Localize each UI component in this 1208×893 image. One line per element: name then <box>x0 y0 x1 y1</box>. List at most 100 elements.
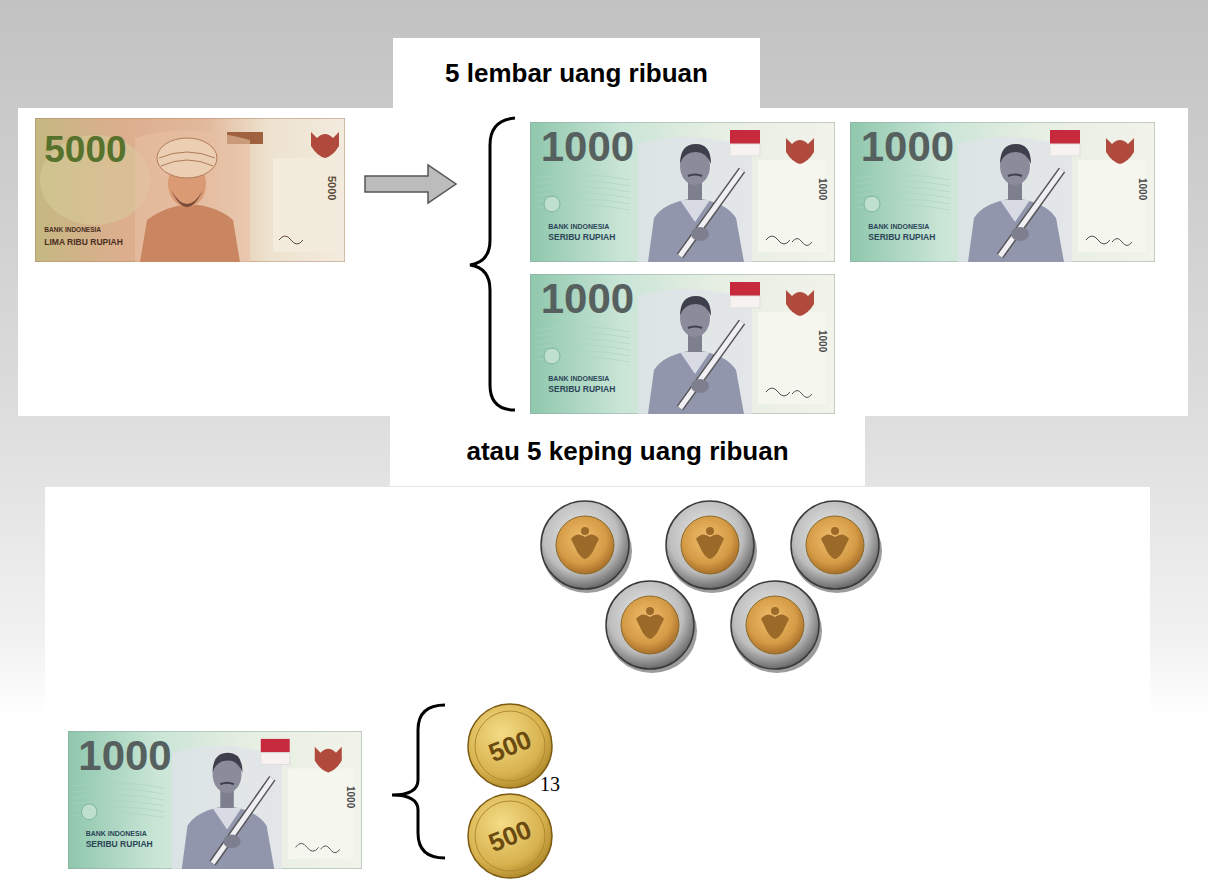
text-holder: 13 <box>540 774 560 794</box>
text-holder: 1000 <box>541 278 634 320</box>
denomination-number: 5000 <box>44 131 126 168</box>
flag-white <box>730 144 760 156</box>
watermark-area <box>273 158 335 252</box>
portrait-turban <box>157 138 217 178</box>
note-inscription: 1000 <box>345 786 355 808</box>
note-inscription: BANK INDONESIA <box>548 223 609 230</box>
coin-core <box>746 596 804 654</box>
caption-box: 5 lembar uang ribuan <box>393 38 760 108</box>
bottom-ground <box>0 720 1208 893</box>
security-emblem <box>81 804 96 820</box>
coin-garuda-head <box>831 527 839 535</box>
coin-garuda <box>696 534 724 559</box>
coin-ring <box>666 501 754 589</box>
note-inscription: 1000 <box>817 330 827 352</box>
portrait-shade <box>135 130 250 262</box>
portrait-moustache <box>688 327 702 329</box>
text-holder: SERIBU RUPIAH <box>868 233 935 242</box>
note-paper <box>530 274 835 414</box>
garuda-emblem <box>786 138 814 164</box>
group-brace <box>392 705 445 858</box>
banknote-1000: 1000BANK INDONESIA SERIBU RUPIAH 1000 <box>850 122 1155 262</box>
note-texture <box>72 789 165 794</box>
coin-face <box>468 794 552 878</box>
flag-white <box>730 296 760 308</box>
watermark-area <box>1078 160 1146 252</box>
coin-1000 <box>606 581 697 673</box>
portrait-moustache <box>688 175 702 177</box>
text-holder: 1000 <box>541 126 634 168</box>
signature <box>792 239 812 246</box>
portrait-body <box>968 198 1064 262</box>
security-emblem <box>544 196 560 212</box>
coin-1000 <box>791 501 882 593</box>
text-holder: BANK INDONESIA <box>86 830 147 837</box>
note-texture <box>534 326 630 332</box>
portrait-hand <box>223 835 240 849</box>
text-holder: LIMA RIBU RUPIAH <box>44 238 123 247</box>
coin-garuda <box>636 614 664 639</box>
denomination-number: 1000 <box>78 735 171 777</box>
note-inscription: BANK INDONESIA <box>44 227 101 234</box>
note-paper <box>530 122 835 262</box>
banknote-1000: 1000BANK INDONESIASERIBU RUPIAH1000 <box>530 122 835 262</box>
note-texture <box>854 174 950 180</box>
note-texture <box>534 338 630 344</box>
text-holder: 1000 <box>817 330 827 352</box>
coin-garuda <box>571 534 599 559</box>
note-texture <box>534 174 630 180</box>
note-paper <box>850 122 1155 262</box>
banknote-1000: 1000BANK INDONESIASERIBU RUPIAH1000 <box>68 731 362 869</box>
watermark-area <box>288 768 354 859</box>
signature <box>295 843 318 851</box>
coin-garuda <box>821 534 849 559</box>
coin-core <box>806 516 864 574</box>
flag-white <box>261 753 290 765</box>
text-holder: BANK INDONESIA <box>548 223 609 230</box>
text-holder: 5000 <box>44 131 126 168</box>
note-inscription: 1000 <box>1137 178 1147 200</box>
note-texture <box>854 180 950 186</box>
portrait-hair <box>213 753 243 773</box>
signature <box>321 846 340 853</box>
text-holder: BANK INDONESIA <box>868 223 929 230</box>
note-inscription: SERIBU RUPIAH <box>868 233 935 242</box>
sword <box>680 170 742 256</box>
text-holder: 1000 <box>861 126 954 168</box>
flag-red <box>730 282 760 296</box>
coin-core <box>556 516 614 574</box>
portrait-body <box>182 806 275 869</box>
signature <box>1086 236 1110 244</box>
flag-red <box>730 130 760 144</box>
page-number: 13 <box>540 774 560 794</box>
group-brace <box>470 118 515 410</box>
sword-outline <box>680 322 742 408</box>
text-holder: 1000 <box>78 735 171 777</box>
garuda-emblem <box>311 132 339 158</box>
caption-text: atau 5 keping uang ribuan <box>466 438 788 464</box>
coin-1000 <box>666 501 757 593</box>
coin-garuda <box>761 614 789 639</box>
note-texture <box>534 332 630 338</box>
signature <box>766 236 790 244</box>
banknote-5000: 5000BANK INDONESIA LIMA RIBU RUPIAH 5000 <box>35 118 345 262</box>
text-holder: SERIBU RUPIAH <box>548 385 615 394</box>
coin-group <box>541 501 882 673</box>
coin-garuda-head <box>771 607 779 615</box>
portrait-hand <box>691 227 709 241</box>
sword <box>213 778 273 863</box>
denomination-number: 1000 <box>541 126 634 168</box>
caption-box: atau 5 keping uang ribuan <box>390 416 865 486</box>
text-holder: BANK INDONESIA <box>548 375 609 382</box>
coin-garuda-head <box>646 607 654 615</box>
denomination-number: 1000 <box>861 126 954 168</box>
text-holder: 5000 <box>326 176 337 200</box>
coin-garuda-head <box>706 527 714 535</box>
exchange-arrow <box>365 165 456 203</box>
coin-1000 <box>731 581 822 673</box>
garuda-emblem <box>1106 138 1134 164</box>
text-holder: BANK INDONESIA <box>44 227 101 234</box>
note-texture <box>72 795 165 800</box>
